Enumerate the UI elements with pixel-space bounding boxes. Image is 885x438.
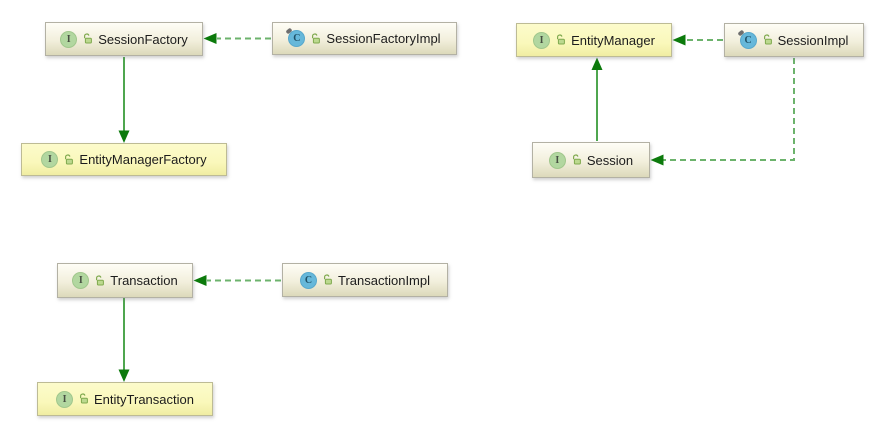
interface-icon: I bbox=[533, 31, 551, 49]
lock-icon bbox=[96, 274, 105, 285]
lock-icon bbox=[65, 153, 74, 164]
node-label: EntityTransaction bbox=[94, 391, 194, 407]
edge-sessionfactoryimpl-implements-sessionfactory bbox=[203, 33, 271, 44]
node-sessionfactory[interactable]: I SessionFactory bbox=[45, 22, 203, 56]
interface-icon: I bbox=[41, 151, 59, 168]
lock-icon bbox=[324, 274, 332, 285]
interface-icon: I bbox=[548, 151, 566, 169]
edge-sessionfactory-extends-entitymanagerfactory bbox=[118, 57, 130, 143]
edge-transactionimpl-implements-transaction bbox=[193, 275, 281, 286]
node-label: SessionFactory bbox=[98, 31, 188, 47]
final-marker-icon bbox=[737, 29, 745, 36]
class-icon: C bbox=[300, 271, 317, 289]
node-label: EntityManagerFactory bbox=[79, 152, 207, 167]
edge-sessionimpl-implements-session bbox=[650, 58, 795, 166]
node-label: SessionFactoryImpl bbox=[326, 31, 441, 46]
node-label: SessionImpl bbox=[777, 32, 849, 48]
lock-icon bbox=[84, 33, 93, 44]
node-session[interactable]: I Session bbox=[532, 142, 650, 178]
node-label: Session bbox=[586, 152, 634, 168]
lock-icon bbox=[572, 154, 581, 165]
node-label: EntityManager bbox=[571, 32, 655, 48]
node-label: Transaction bbox=[110, 273, 178, 288]
interface-icon: I bbox=[72, 272, 90, 289]
node-transaction[interactable]: I Transaction bbox=[57, 263, 193, 298]
node-entitymanager[interactable]: I EntityManager bbox=[516, 23, 672, 57]
edge-session-extends-entitymanager bbox=[591, 57, 603, 141]
node-entitytransaction[interactable]: I EntityTransaction bbox=[37, 382, 213, 416]
node-entitymanagerfactory[interactable]: I EntityManagerFactory bbox=[21, 143, 227, 176]
class-icon: C bbox=[285, 27, 306, 47]
lock-icon bbox=[557, 34, 565, 45]
node-label: TransactionImpl bbox=[338, 272, 430, 288]
edge-sessionimpl-implements-entitymanager bbox=[672, 34, 723, 46]
final-marker-icon bbox=[285, 27, 294, 35]
node-transactionimpl[interactable]: C TransactionImpl bbox=[282, 263, 448, 297]
edge-transaction-extends-entitytransaction bbox=[118, 298, 130, 382]
lock-icon bbox=[312, 32, 321, 43]
class-icon: C bbox=[737, 29, 757, 49]
node-sessionfactoryimpl[interactable]: C SessionFactoryImpl bbox=[272, 22, 457, 55]
interface-icon: I bbox=[56, 390, 74, 408]
lock-icon bbox=[763, 34, 772, 45]
node-sessionimpl[interactable]: C SessionImpl bbox=[724, 23, 864, 57]
lock-icon bbox=[80, 393, 88, 404]
interface-icon: I bbox=[60, 30, 78, 48]
